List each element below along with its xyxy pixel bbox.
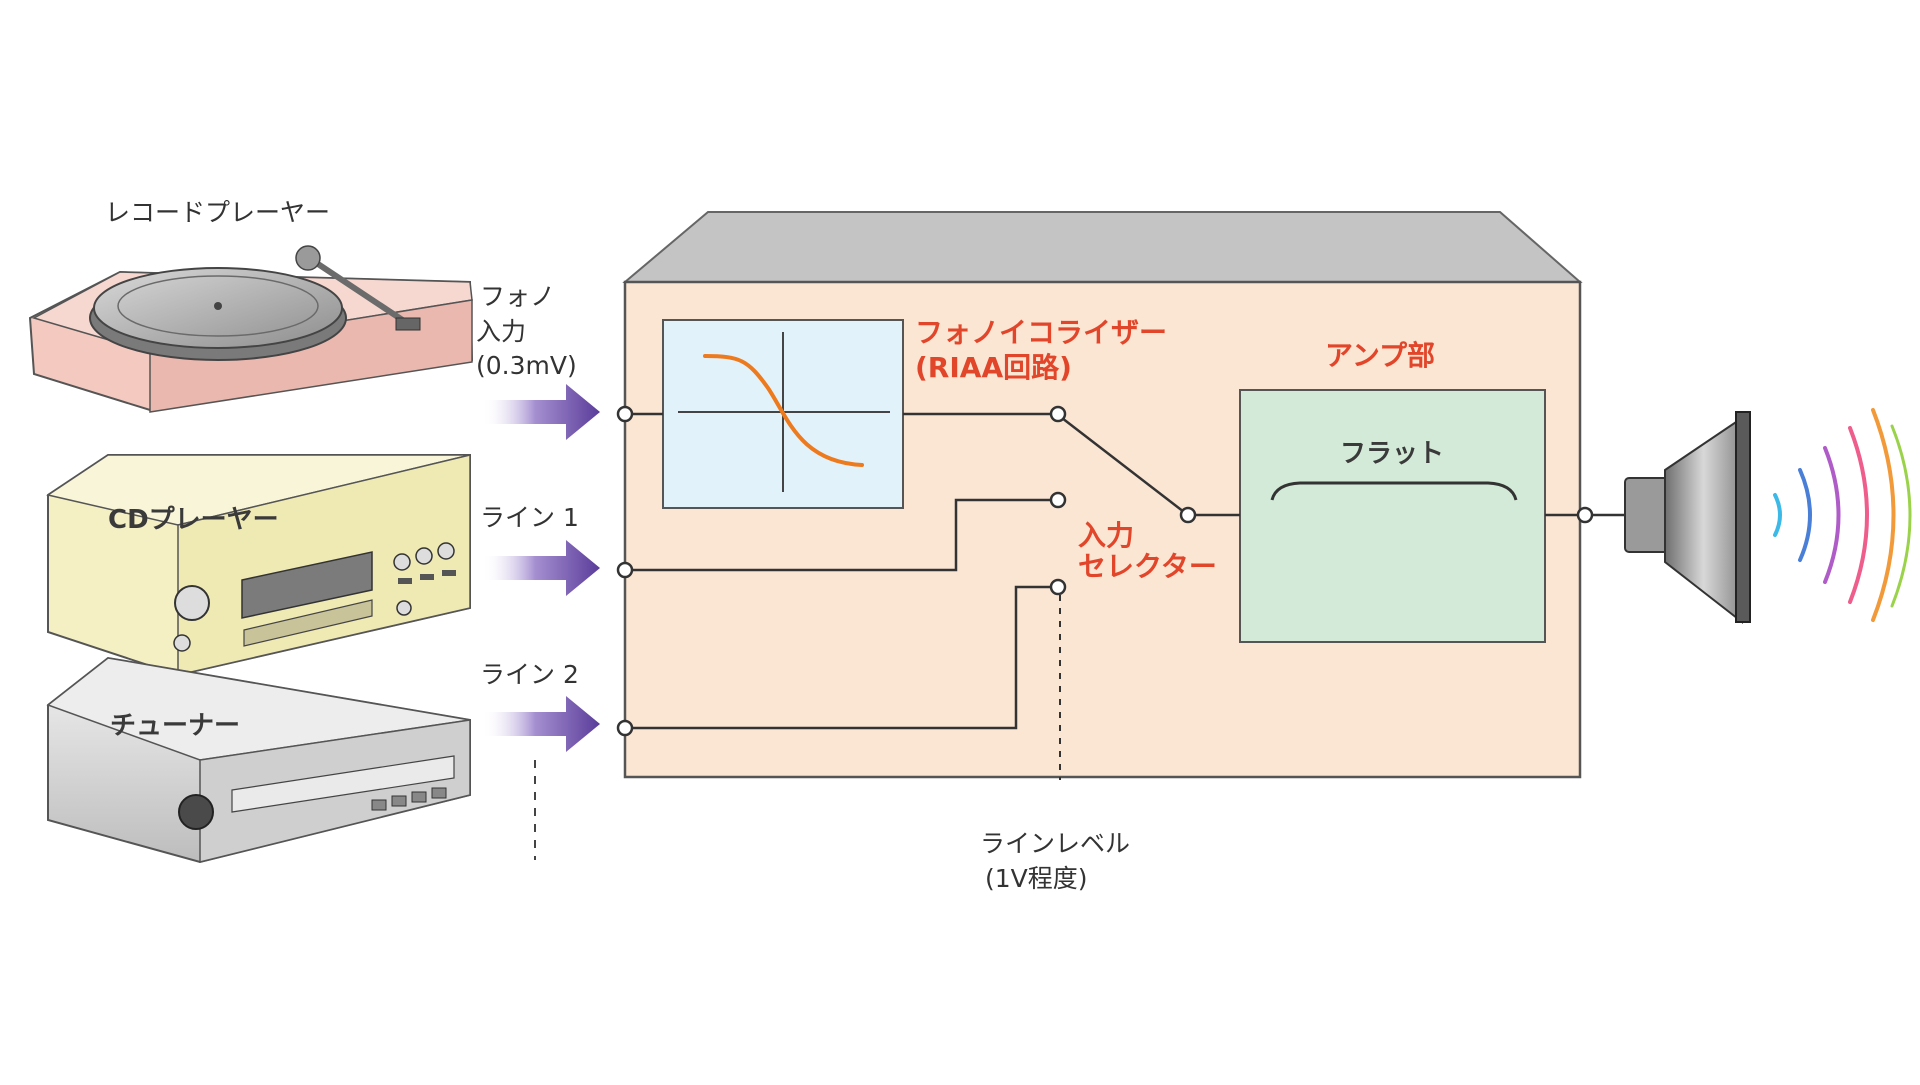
flat-response-label: フラット xyxy=(1340,439,1444,469)
amp-frequency-graph xyxy=(1239,389,1546,643)
input-arrow-icon xyxy=(482,384,600,440)
line-level-label: ラインレベル xyxy=(980,829,1130,858)
phono-input-label-1: フォノ xyxy=(480,282,555,311)
cd-player-label: CDプレーヤー xyxy=(108,505,279,535)
input-selector-label-1: 入力 xyxy=(1078,519,1134,552)
tuner-label: チューナー xyxy=(110,711,240,741)
phono-eq-graph xyxy=(662,319,904,509)
phono-input-label-3: (0.3mV) xyxy=(476,351,577,380)
signal-wiring xyxy=(627,412,1625,730)
cd-player-icon xyxy=(46,454,471,677)
speaker-icon xyxy=(1624,411,1751,625)
input-arrow-icon xyxy=(482,540,600,596)
record-player-label: レコードプレーヤー xyxy=(105,198,330,227)
terminal-points xyxy=(616,405,1594,737)
phono-equalizer-label: フォノイコライザー xyxy=(915,316,1167,349)
riaa-circuit-label: (RIAA回路) xyxy=(915,351,1072,384)
sound-wave-icon xyxy=(1773,408,1912,622)
input-selector-label-2: セレクター xyxy=(1078,550,1217,583)
line1-label: ライン 1 xyxy=(480,503,579,532)
turntable-icon xyxy=(28,245,474,413)
input-arrow-icon xyxy=(482,696,600,752)
line-level-value-label: (1V程度) xyxy=(985,864,1088,893)
phono-input-label-2: 入力 xyxy=(476,317,526,346)
amp-section-label: アンプ部 xyxy=(1325,339,1435,372)
line2-label: ライン 2 xyxy=(480,660,579,689)
tuner-icon xyxy=(46,656,471,864)
